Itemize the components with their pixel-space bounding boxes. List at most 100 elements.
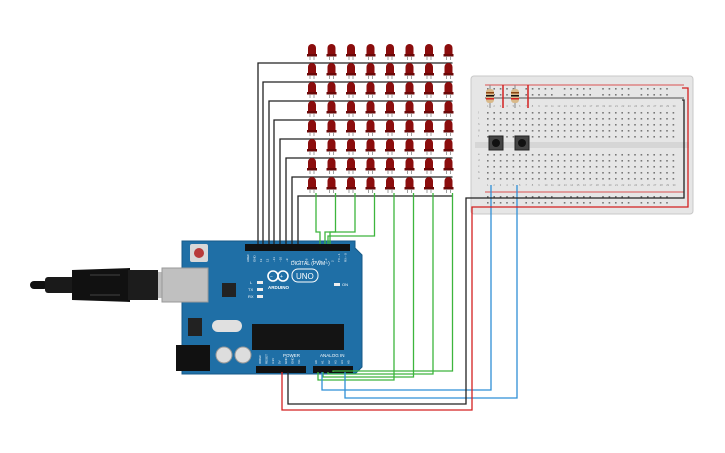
led[interactable] (423, 157, 435, 175)
wire-row[interactable] (297, 195, 453, 244)
power-header[interactable] (256, 366, 306, 373)
digital-pin-label: ~11 (272, 257, 276, 262)
led[interactable] (404, 138, 415, 156)
led[interactable] (345, 176, 357, 194)
led[interactable] (345, 62, 357, 80)
bb-column-number: 8 (532, 104, 534, 108)
led[interactable] (345, 43, 357, 61)
led[interactable] (326, 81, 337, 99)
bb-column-number: 27 (653, 183, 656, 187)
led[interactable] (326, 119, 337, 137)
led[interactable] (384, 43, 396, 61)
led[interactable] (443, 100, 454, 118)
wire-row[interactable] (268, 100, 453, 244)
led[interactable] (423, 43, 435, 61)
led[interactable] (365, 100, 376, 118)
led[interactable] (443, 62, 454, 80)
digital-header[interactable] (245, 244, 350, 251)
pushbutton[interactable] (488, 135, 504, 151)
led[interactable] (365, 119, 376, 137)
led[interactable] (326, 62, 337, 80)
label-power: POWER (283, 353, 301, 358)
led[interactable] (384, 119, 396, 137)
led[interactable] (443, 138, 454, 156)
led[interactable] (326, 138, 337, 156)
led[interactable] (404, 43, 415, 61)
led[interactable] (306, 157, 318, 175)
wire-row[interactable] (279, 138, 453, 244)
led[interactable] (404, 62, 415, 80)
breadboard[interactable]: 1122334455667788991010111112121313141415… (470, 75, 694, 215)
led[interactable] (384, 157, 396, 175)
analog-header[interactable] (313, 366, 353, 373)
led[interactable] (443, 81, 454, 99)
resistor[interactable] (486, 85, 494, 108)
led[interactable] (404, 100, 415, 118)
led[interactable] (443, 43, 454, 61)
wire-column[interactable] (332, 193, 454, 372)
led[interactable] (326, 43, 337, 61)
led[interactable] (306, 81, 318, 99)
led[interactable] (345, 157, 357, 175)
led[interactable] (345, 119, 357, 137)
led[interactable] (306, 100, 318, 118)
led[interactable] (404, 157, 415, 175)
wire-ground[interactable] (287, 99, 685, 405)
led[interactable] (404, 81, 415, 99)
wire-power[interactable] (281, 87, 689, 411)
led[interactable] (365, 157, 376, 175)
wire-row[interactable] (257, 62, 453, 244)
led[interactable] (326, 100, 337, 118)
led[interactable] (443, 157, 454, 175)
wire-column[interactable] (315, 193, 321, 244)
wire-row[interactable] (262, 81, 453, 244)
led[interactable] (384, 62, 396, 80)
led[interactable] (345, 100, 357, 118)
led[interactable] (345, 81, 357, 99)
led[interactable] (423, 100, 435, 118)
wire-column[interactable] (327, 193, 434, 375)
led[interactable] (365, 81, 376, 99)
led[interactable] (443, 176, 454, 194)
led[interactable] (306, 138, 318, 156)
led[interactable] (365, 138, 376, 156)
led[interactable] (365, 62, 376, 80)
led[interactable] (306, 62, 318, 80)
led[interactable] (345, 138, 357, 156)
led[interactable] (423, 62, 435, 80)
led[interactable] (404, 176, 415, 194)
led[interactable] (384, 81, 396, 99)
wire-button[interactable] (344, 185, 518, 399)
led[interactable] (326, 157, 337, 175)
pushbutton[interactable] (514, 135, 530, 151)
led[interactable] (423, 119, 435, 137)
led[interactable] (306, 176, 318, 194)
wire-column[interactable] (327, 193, 376, 244)
led[interactable] (306, 43, 318, 61)
led[interactable] (384, 138, 396, 156)
led[interactable] (326, 176, 337, 194)
bb-column-number: 11 (551, 183, 554, 187)
bb-column-number: 13 (564, 183, 567, 187)
led[interactable] (384, 100, 396, 118)
usb-cable[interactable] (30, 268, 164, 302)
led[interactable] (423, 176, 435, 194)
arduino-board[interactable]: L TX RX ON DIGITAL (PWM~) − + UNO ARDUIN… (161, 240, 363, 375)
bb-column-number: 17 (589, 104, 592, 108)
wire-row[interactable] (291, 176, 453, 244)
led[interactable] (306, 119, 318, 137)
wire-column[interactable] (322, 193, 415, 378)
led[interactable] (423, 138, 435, 156)
wire-row[interactable] (285, 157, 453, 244)
wire-button[interactable] (321, 185, 492, 391)
wire-row[interactable] (273, 119, 453, 244)
wire-column[interactable] (329, 193, 356, 244)
wire-column[interactable] (317, 193, 395, 381)
led[interactable] (404, 119, 415, 137)
led[interactable] (423, 81, 435, 99)
led[interactable] (443, 119, 454, 137)
led[interactable] (365, 176, 376, 194)
led[interactable] (384, 176, 396, 194)
resistor[interactable] (511, 85, 519, 108)
led[interactable] (365, 43, 376, 61)
